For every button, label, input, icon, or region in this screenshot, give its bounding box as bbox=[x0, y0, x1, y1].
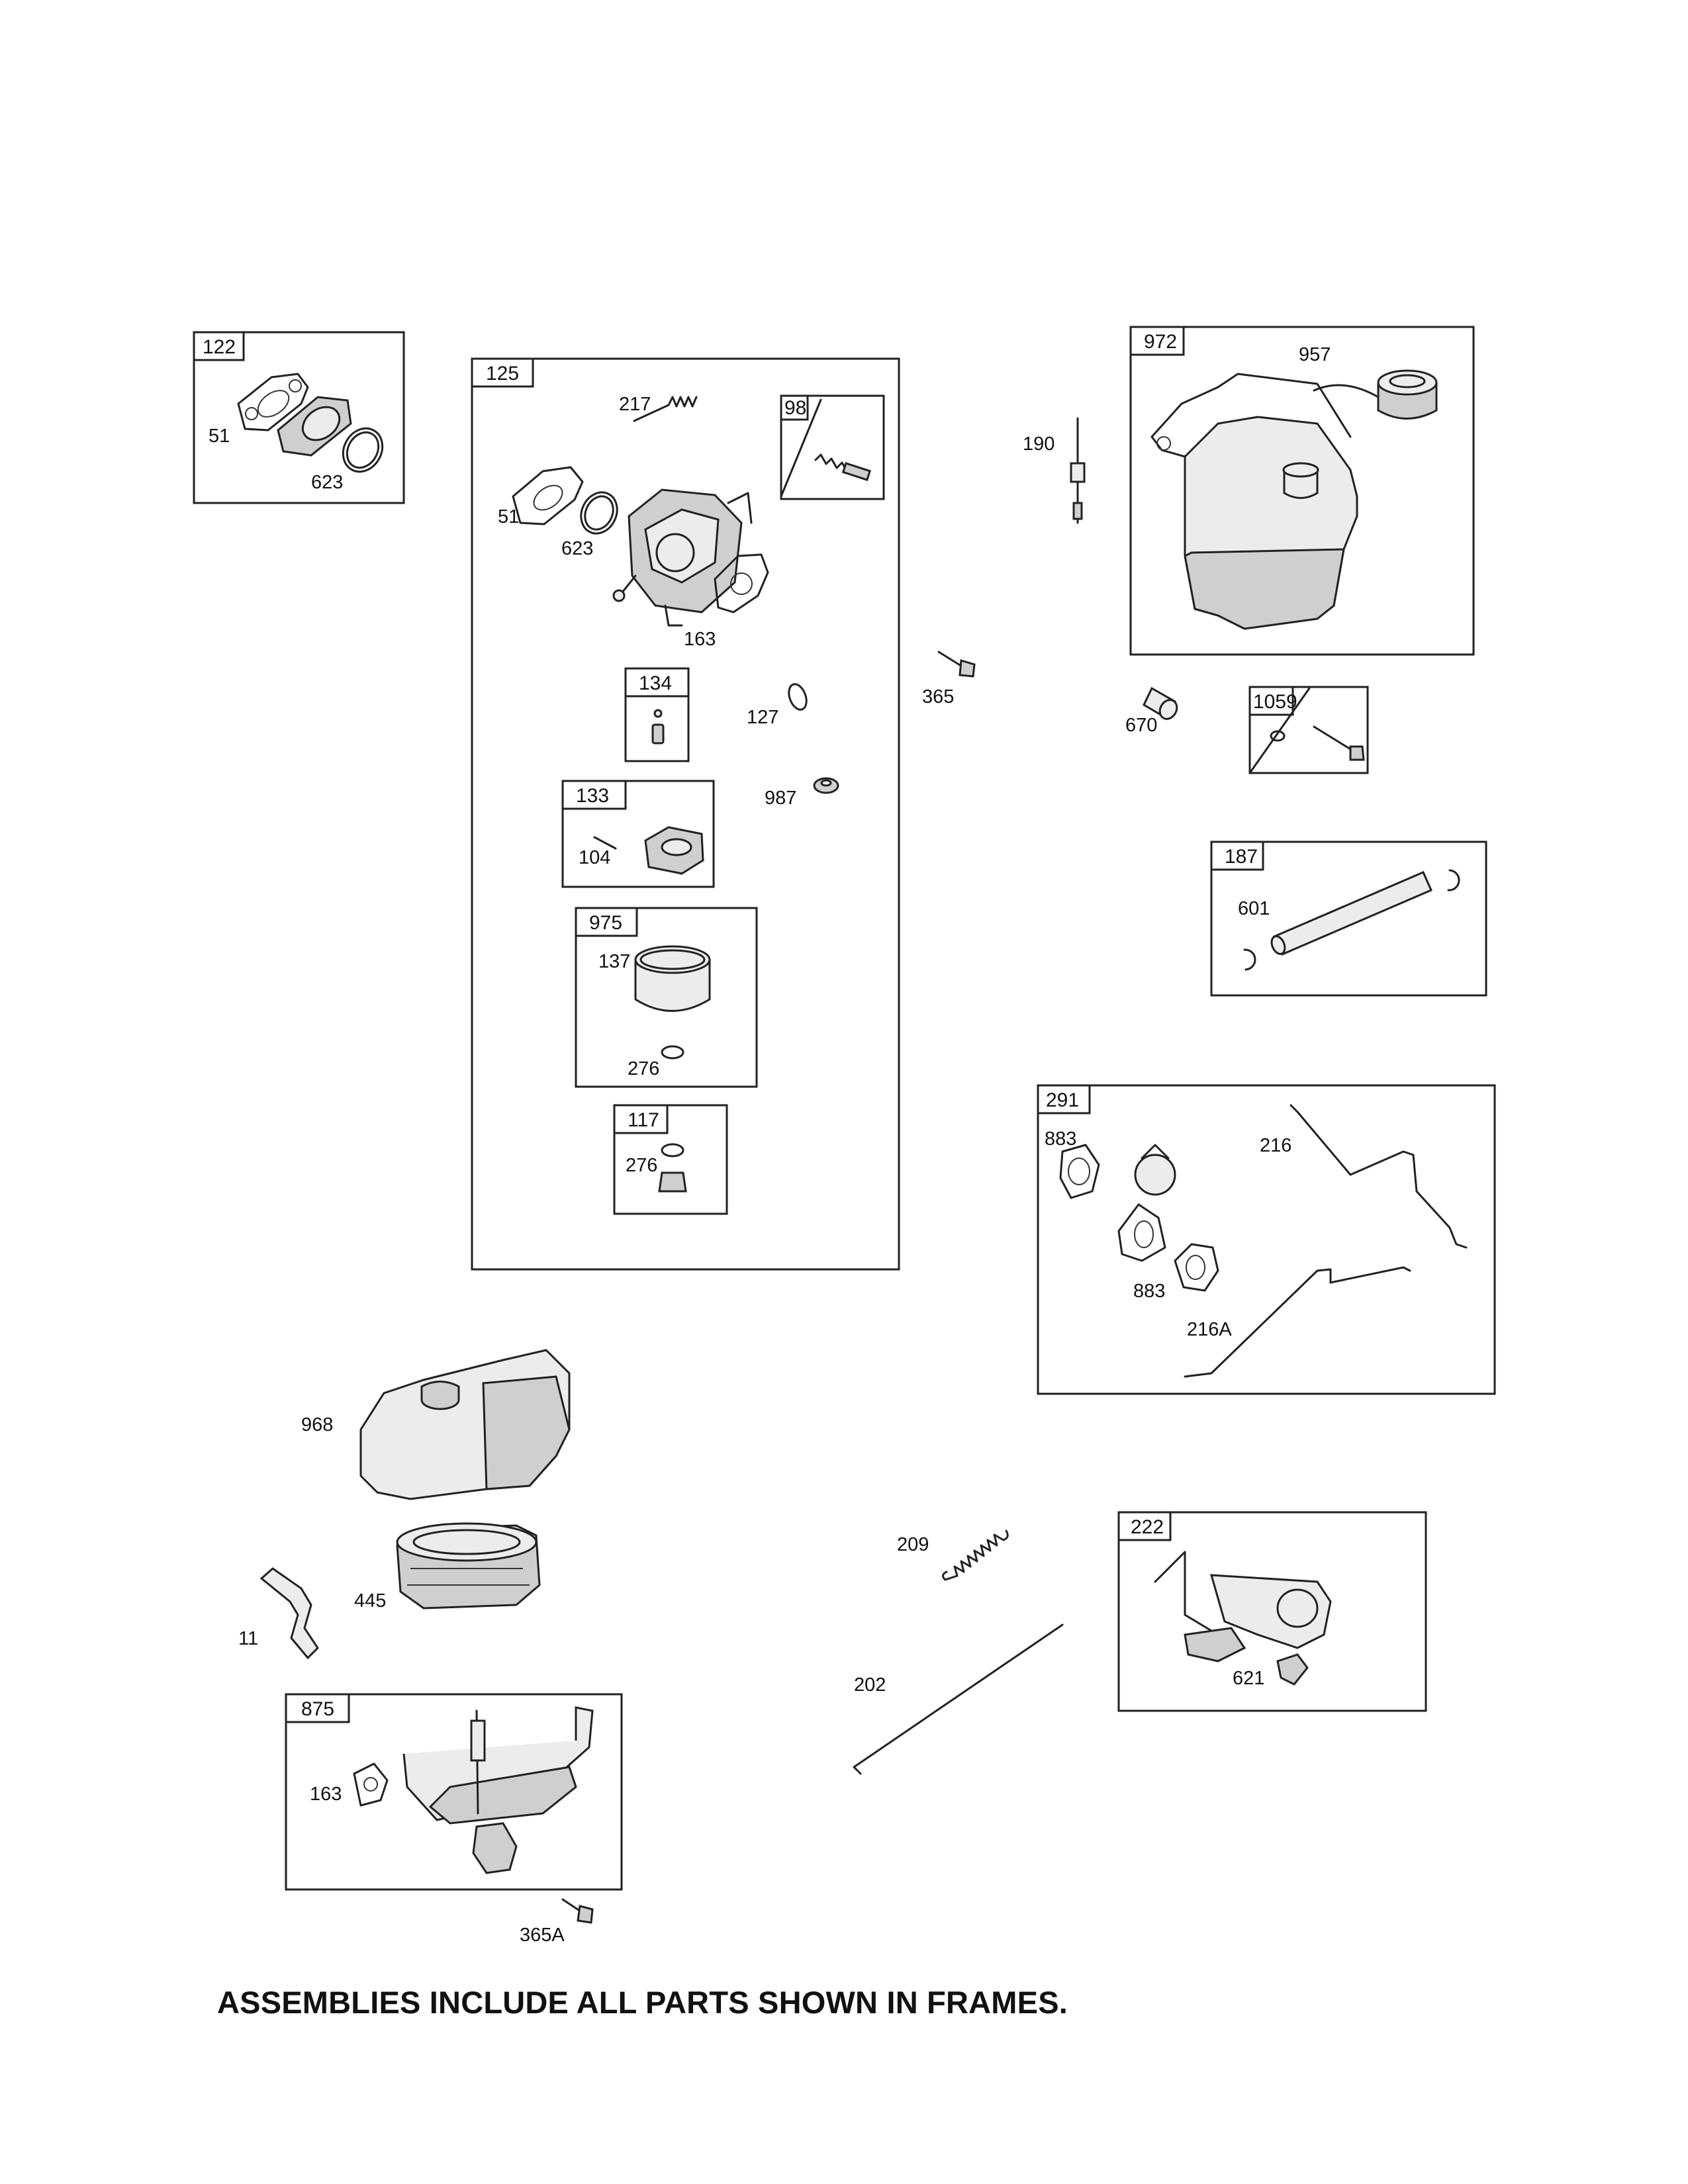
part-label-883: 883 bbox=[1045, 1128, 1076, 1150]
part-label-276: 276 bbox=[628, 1058, 659, 1079]
intake-spacer-drawing bbox=[277, 396, 352, 457]
part-label-127: 127 bbox=[747, 707, 778, 728]
link-216a-drawing bbox=[1184, 1266, 1411, 1378]
frame-label-291: 291 bbox=[1046, 1089, 1079, 1111]
frame-label-134: 134 bbox=[639, 672, 672, 694]
part-label-163b: 163 bbox=[310, 1784, 342, 1805]
part-label-623b: 623 bbox=[561, 538, 593, 559]
washer-drawing bbox=[1270, 730, 1286, 742]
frame-label-125: 125 bbox=[486, 363, 519, 385]
air-filter-drawing bbox=[396, 1522, 541, 1610]
part-label-968: 968 bbox=[301, 1414, 333, 1435]
breather-tube-drawing bbox=[259, 1567, 319, 1660]
part-label-365: 365 bbox=[922, 686, 954, 707]
bowl-nut-drawing bbox=[658, 1171, 687, 1193]
assemblies-footer-note: ASSEMBLIES INCLUDE ALL PARTS SHOWN IN FR… bbox=[217, 1985, 1068, 2020]
part-label-957: 957 bbox=[1299, 344, 1331, 365]
part-label-163: 163 bbox=[684, 629, 716, 650]
part-label-51b: 51 bbox=[498, 506, 519, 527]
gasket-276-drawing bbox=[661, 1045, 684, 1060]
screw-drawing bbox=[1313, 725, 1355, 752]
part-label-670: 670 bbox=[1125, 715, 1157, 736]
assembly-frame-98 bbox=[780, 394, 885, 500]
assembly-frame-875: 875 163 bbox=[285, 1693, 623, 1891]
part-label-190: 190 bbox=[1023, 433, 1055, 455]
o-ring-drawing bbox=[342, 427, 384, 473]
frame-label-122: 122 bbox=[203, 336, 236, 358]
idle-spring-drawing bbox=[814, 453, 849, 473]
frame-label-1059: 1059 bbox=[1253, 691, 1297, 713]
assembly-frame-972: 972 957 bbox=[1129, 326, 1475, 656]
float-pin-drawing bbox=[593, 836, 617, 850]
part-label-276b: 276 bbox=[626, 1155, 657, 1176]
bolt-365a-drawing bbox=[561, 1898, 594, 1924]
frame-label-98: 98 bbox=[784, 397, 806, 419]
assembly-frame-117 bbox=[613, 1104, 728, 1215]
assembly-frame-187: 187 601 bbox=[1210, 841, 1487, 997]
assembly-frame-222: 222 621 bbox=[1117, 1511, 1427, 1712]
carburetor-body-drawing bbox=[612, 488, 753, 627]
spring-209-drawing bbox=[942, 1529, 1009, 1581]
assembly-frame-122: 122 51 623 bbox=[193, 331, 405, 504]
part-label-883b: 883 bbox=[1133, 1281, 1165, 1302]
bolt-365-drawing bbox=[937, 651, 976, 678]
gasket-drawing bbox=[237, 373, 309, 432]
spacer-670-drawing bbox=[1143, 686, 1178, 720]
idle-screw-drawing bbox=[841, 462, 872, 481]
part-label-601: 601 bbox=[1238, 898, 1270, 919]
part-label-621: 621 bbox=[1233, 1668, 1264, 1689]
frame-label-975: 975 bbox=[589, 912, 622, 934]
air-cleaner-base-drawing bbox=[402, 1706, 594, 1874]
nut-987-drawing bbox=[813, 777, 839, 794]
link-216-drawing bbox=[1289, 1104, 1468, 1249]
frame-label-117: 117 bbox=[628, 1109, 659, 1131]
part-label-11: 11 bbox=[238, 1628, 258, 1649]
assembly-frame-133 bbox=[561, 780, 715, 888]
assembly-frame-1059: 1059 bbox=[1248, 686, 1369, 774]
air-cleaner-cover-drawing bbox=[359, 1349, 571, 1500]
part-label-51: 51 bbox=[209, 426, 230, 447]
part-label-445: 445 bbox=[354, 1590, 386, 1612]
clip-621-drawing bbox=[1276, 1653, 1309, 1686]
fuel-cap-drawing bbox=[1313, 369, 1438, 420]
frame-label-222: 222 bbox=[1131, 1516, 1164, 1538]
gasket-163-drawing bbox=[714, 553, 769, 614]
part-label-104: 104 bbox=[579, 847, 610, 868]
bolt-190-drawing bbox=[1070, 417, 1086, 524]
float-bowl-drawing bbox=[634, 945, 711, 1012]
part-label-209: 209 bbox=[897, 1534, 929, 1555]
frame-label-133: 133 bbox=[576, 785, 609, 807]
part-label-216: 216 bbox=[1260, 1135, 1291, 1156]
control-bracket-drawing bbox=[1154, 1551, 1332, 1662]
part-label-216a: 216A bbox=[1187, 1319, 1232, 1340]
gasket-163b-drawing bbox=[353, 1762, 389, 1807]
part-label-217: 217 bbox=[619, 394, 651, 415]
assembly-frame-291: 291 883 883 216 216A bbox=[1037, 1084, 1496, 1395]
frame-label-187: 187 bbox=[1225, 846, 1258, 868]
gasket-51-drawing bbox=[512, 466, 584, 525]
link-rod-202-drawing bbox=[853, 1623, 1064, 1775]
fuel-line-drawing bbox=[1270, 871, 1432, 956]
part-label-365a: 365A bbox=[520, 1925, 565, 1946]
o-ring-623-drawing bbox=[580, 491, 618, 535]
frame-label-875: 875 bbox=[301, 1698, 334, 1720]
frame-label-972: 972 bbox=[1144, 331, 1177, 353]
fuel-tank-drawing bbox=[1150, 373, 1358, 630]
spring-217-drawing bbox=[633, 396, 698, 422]
assembly-frame-125: 125 217 51 623 163 98 bbox=[471, 357, 900, 1271]
gaskets-883-drawing bbox=[1059, 1144, 1219, 1292]
assembly-frame-975 bbox=[575, 907, 758, 1088]
part-label-202: 202 bbox=[854, 1674, 886, 1696]
part-label-137: 137 bbox=[598, 951, 630, 972]
part-label-987: 987 bbox=[765, 788, 796, 809]
o-ring-127-drawing bbox=[788, 683, 808, 711]
float-needle-drawing bbox=[651, 723, 665, 745]
hose-clamp-drawing bbox=[1447, 869, 1460, 891]
governor-lever-drawing bbox=[1134, 1144, 1176, 1196]
part-label-623: 623 bbox=[311, 472, 343, 493]
